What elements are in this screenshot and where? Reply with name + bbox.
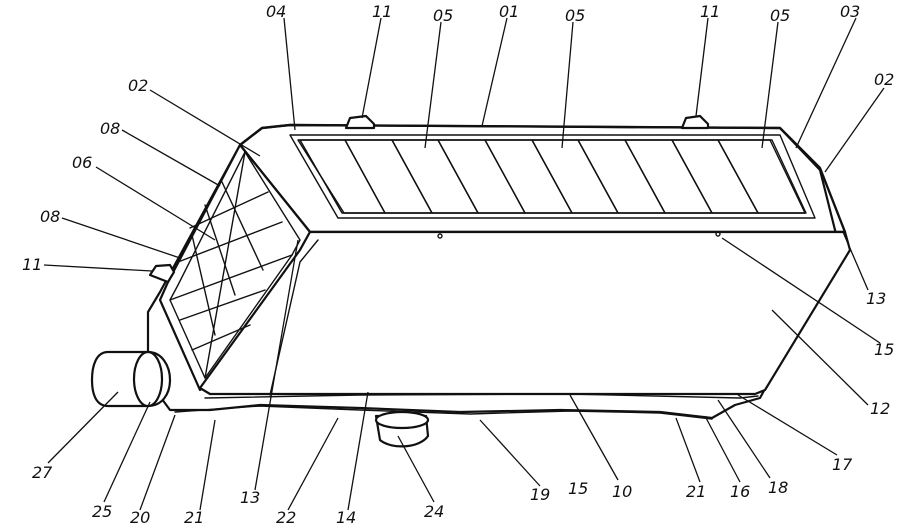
top-cells: [299, 139, 806, 214]
label-24: 24: [424, 502, 444, 521]
mount-tabs: [148, 114, 710, 284]
label-21: 21: [184, 508, 204, 527]
bottom-fitting: [374, 410, 430, 448]
label-05: 05: [433, 6, 453, 25]
label-25: 25: [92, 502, 112, 521]
label-20: 20: [130, 508, 150, 527]
label-21: 21: [686, 482, 706, 501]
label-08: 08: [40, 207, 60, 226]
label-16: 16: [730, 482, 750, 501]
screw-dot: [437, 233, 443, 239]
label-12: 12: [870, 399, 890, 418]
lower-rim: [204, 393, 759, 399]
label-11: 11: [22, 255, 42, 274]
label-02: 02: [874, 70, 894, 89]
lower-rim-2: [174, 405, 713, 420]
device-body: [146, 123, 852, 420]
label-15: 15: [568, 479, 588, 498]
label-17: 17: [832, 455, 853, 474]
label-14: 14: [336, 508, 356, 527]
reference-numerals: 04 11 05 01 05 11 05 03 02 02 08 06 08 1…: [22, 2, 894, 527]
label-05: 05: [565, 6, 585, 25]
label-13: 13: [240, 488, 260, 507]
label-01: 01: [499, 2, 519, 21]
label-22: 22: [276, 508, 296, 527]
label-04: 04: [266, 2, 286, 21]
label-27: 27: [32, 463, 53, 482]
screw-dot: [715, 231, 721, 237]
label-18: 18: [768, 478, 788, 497]
label-15: 15: [874, 340, 894, 359]
leader-lines: [43, 17, 885, 511]
label-05: 05: [770, 6, 790, 25]
top-frame: [289, 134, 816, 219]
label-11: 11: [700, 2, 720, 21]
front-panel: [198, 230, 852, 396]
label-06: 06: [72, 153, 92, 172]
label-19: 19: [530, 485, 550, 504]
label-03: 03: [840, 2, 860, 21]
label-11: 11: [372, 2, 392, 21]
label-13: 13: [866, 289, 886, 308]
label-02: 02: [128, 76, 148, 95]
edge-line: [269, 239, 319, 396]
label-08: 08: [100, 119, 120, 138]
label-10: 10: [612, 482, 632, 501]
end-grid: [169, 151, 301, 379]
cylinder-connector: [90, 350, 172, 408]
